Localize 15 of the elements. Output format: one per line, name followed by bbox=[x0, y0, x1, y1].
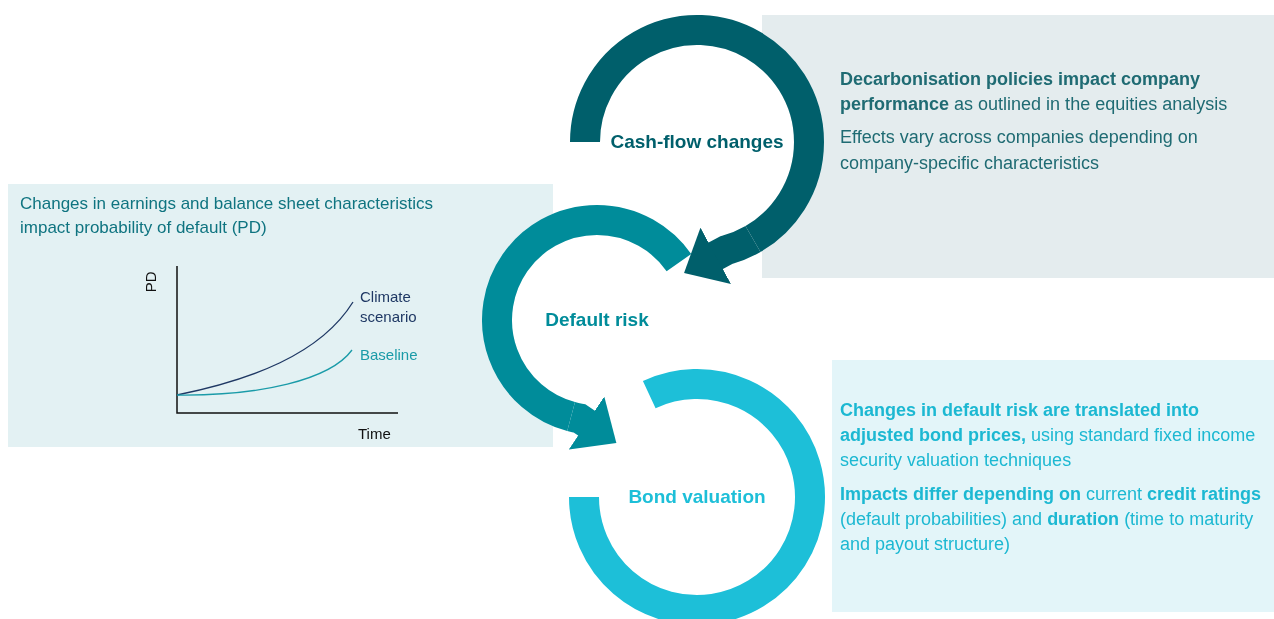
step-label: Bond valuation bbox=[627, 484, 767, 509]
curved-arrow bbox=[684, 225, 761, 284]
text-panel bbox=[832, 360, 1274, 612]
step-label: Cash-flow changes bbox=[609, 129, 785, 154]
panel-text: Changes in default risk are translated into adjusted bond prices, using standard fixed income security valuation techniques bbox=[840, 399, 1257, 473]
step-label: Default risk bbox=[544, 307, 650, 332]
axis-label: PD bbox=[140, 271, 160, 293]
axis-label: Time bbox=[358, 424, 391, 444]
panel-text: Impacts differ depending on current credit ratings (default probabilities) and duration (time to maturity and payout structure) bbox=[840, 482, 1263, 556]
panel-text: Decarbonisation policies impact company performance as outlined in the equities analysis bbox=[840, 68, 1229, 117]
panel-text: Changes in earnings and balance sheet characteristics impact probability of default (PD) bbox=[20, 193, 434, 239]
panel-text: Effects vary across companies depending on company-specific characteristics bbox=[840, 126, 1199, 175]
curved-arrow bbox=[564, 396, 617, 450]
series-label: Baseline bbox=[360, 345, 418, 365]
series-label: Climate scenario bbox=[360, 287, 418, 326]
